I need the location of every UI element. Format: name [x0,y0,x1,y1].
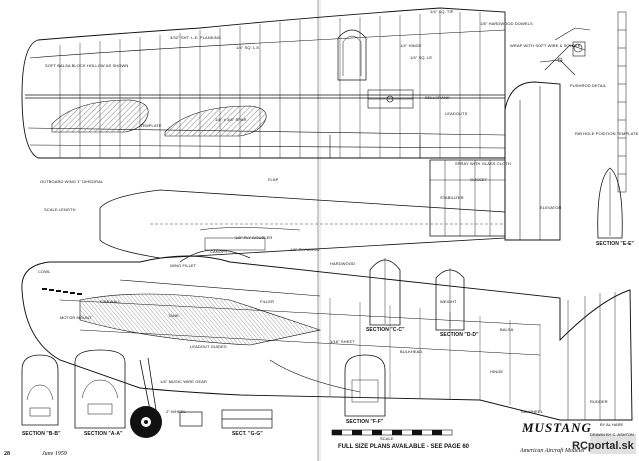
label-hinge: 1/4" HINGE [400,43,422,48]
label-wheel: 2" WHEEL [166,409,186,414]
label-bellcrank: BELLCRANK [425,95,450,100]
rudder-outline [504,81,561,241]
label-hardwood: HARDWOOD [330,261,356,266]
label-firewall: FIREWALL [100,299,121,304]
rib-template-left [51,99,149,133]
label-soft-balsa: SOFT BALSA BLOCK HOLLOW AS SHOWN [45,63,129,68]
label-stab: STABILIZER [440,195,464,200]
label-hinge2: HINGE [490,369,504,374]
caption-section-dd: SECTION "D-D" [440,332,479,338]
pushrod-detail [539,27,591,76]
label-sheet: 1/16" SHEET [330,339,355,344]
scale-bar-label: SCALE [380,436,394,441]
wheel-well [337,29,367,81]
rib-template-right [164,105,267,137]
label-le-planking: 3/32" SHT. L.E. PLANKING [170,35,221,40]
label-mount: MOTOR MOUNT [60,315,92,320]
label-tip: 1/4" SQ. TIP [430,9,454,14]
issue-date: June 1959 [42,451,67,457]
label-pushrod: PUSHROD DETAIL [570,83,607,88]
label-wrap: WRAP WITH SOFT WIRE & SOLDER [510,43,581,48]
plans-notice: FULL SIZE PLANS AVAILABLE - SEE PAGE 60 [338,444,470,450]
label-scale-length: SCALE LENGTH [44,207,76,212]
caption-section-ff: SECTION "F-F" [346,419,384,425]
label-wing-fillet: WING FILLET [170,263,197,268]
label-leadout: LEADOUT GUIDES [190,344,227,349]
landing-gear [139,357,157,411]
label-bulkhead: BULKHEAD [400,349,423,354]
label-leadouts: LEADOUTS [445,111,468,116]
label-gear: 1/8" MUSIC WIRE GEAR [160,379,207,384]
bellcrank-detail [367,89,414,109]
scale-ruler [617,11,627,193]
fin-side-view [567,292,616,420]
caption-section-cc: SECTION "C-C" [366,327,405,333]
label-plywood: 1/8" PLYWOOD [290,247,320,252]
section-gg-drawing [179,409,273,429]
scale-bar [331,429,453,436]
label-template: TEMPLATE [140,123,162,128]
watermark-text: RCportal.sk [572,440,634,452]
fuselage-top-view [99,189,506,259]
section-dd-drawing [435,268,465,331]
caption-section-bb: SECTION "B-B" [22,431,61,437]
section-ff-drawing [344,354,386,417]
label-tank: TANK [168,313,179,318]
wing-spars [25,94,505,99]
label-spar: 1/8" x 3/8" SPAR [215,117,247,122]
label-aileron: 1/4" SQ. LE [410,55,433,60]
label-filler: FILLER [260,299,275,304]
exhaust-stacks [42,288,82,295]
label-flap: FLAP [268,177,279,182]
label-cowl: COWL [38,269,51,274]
page-gutter [317,0,321,461]
label-dowels: 1/8" HARDWOOD DOWELS [480,21,533,26]
section-aa-drawing [74,349,126,429]
label-doubler: 1/8" PLY DOUBLER [235,235,273,240]
label-tailwheel: TAILWHEEL [520,409,543,414]
caption-section-aa: SECTION "A-A" [84,431,123,437]
label-rib-detail: RIB HOLE POSITION TEMPLATE [575,131,639,136]
label-epoxy: SPRAY WITH GLASS CLOTH [455,161,511,166]
drafter-credit: DRAWN BY C. ASHTON [590,432,634,437]
section-bb-drawing [21,354,59,426]
label-le: 1/4" SQ. L.E. [236,45,261,50]
section-ee-drawing [597,167,623,239]
wing-root-hatching [79,293,322,346]
designer-credit: BY AL HARE [600,422,624,427]
label-rudder: RUDDER [590,399,608,404]
label-dihedral: OUTBOARD WING 1" DIHEDRAL [40,179,104,184]
caption-section-ee: SECTION "E-E" [596,241,634,247]
label-canopy: CANOPY [210,249,228,254]
caption-section-gg: SECT. "G-G" [232,431,263,437]
watermark-badge [590,434,636,454]
label-balsa: BALSA [500,327,514,332]
wing-ribs [59,12,481,158]
label-elevator: ELEVATOR [540,205,562,210]
label-weight: WEIGHT [440,299,457,304]
label-gusset: GUSSET [470,177,488,182]
section-cc-drawing [369,258,401,326]
page-number: 28 [4,451,10,457]
plan-title: MUSTANG [522,420,592,435]
publication-name: American Aircraft Modeler [520,448,586,454]
